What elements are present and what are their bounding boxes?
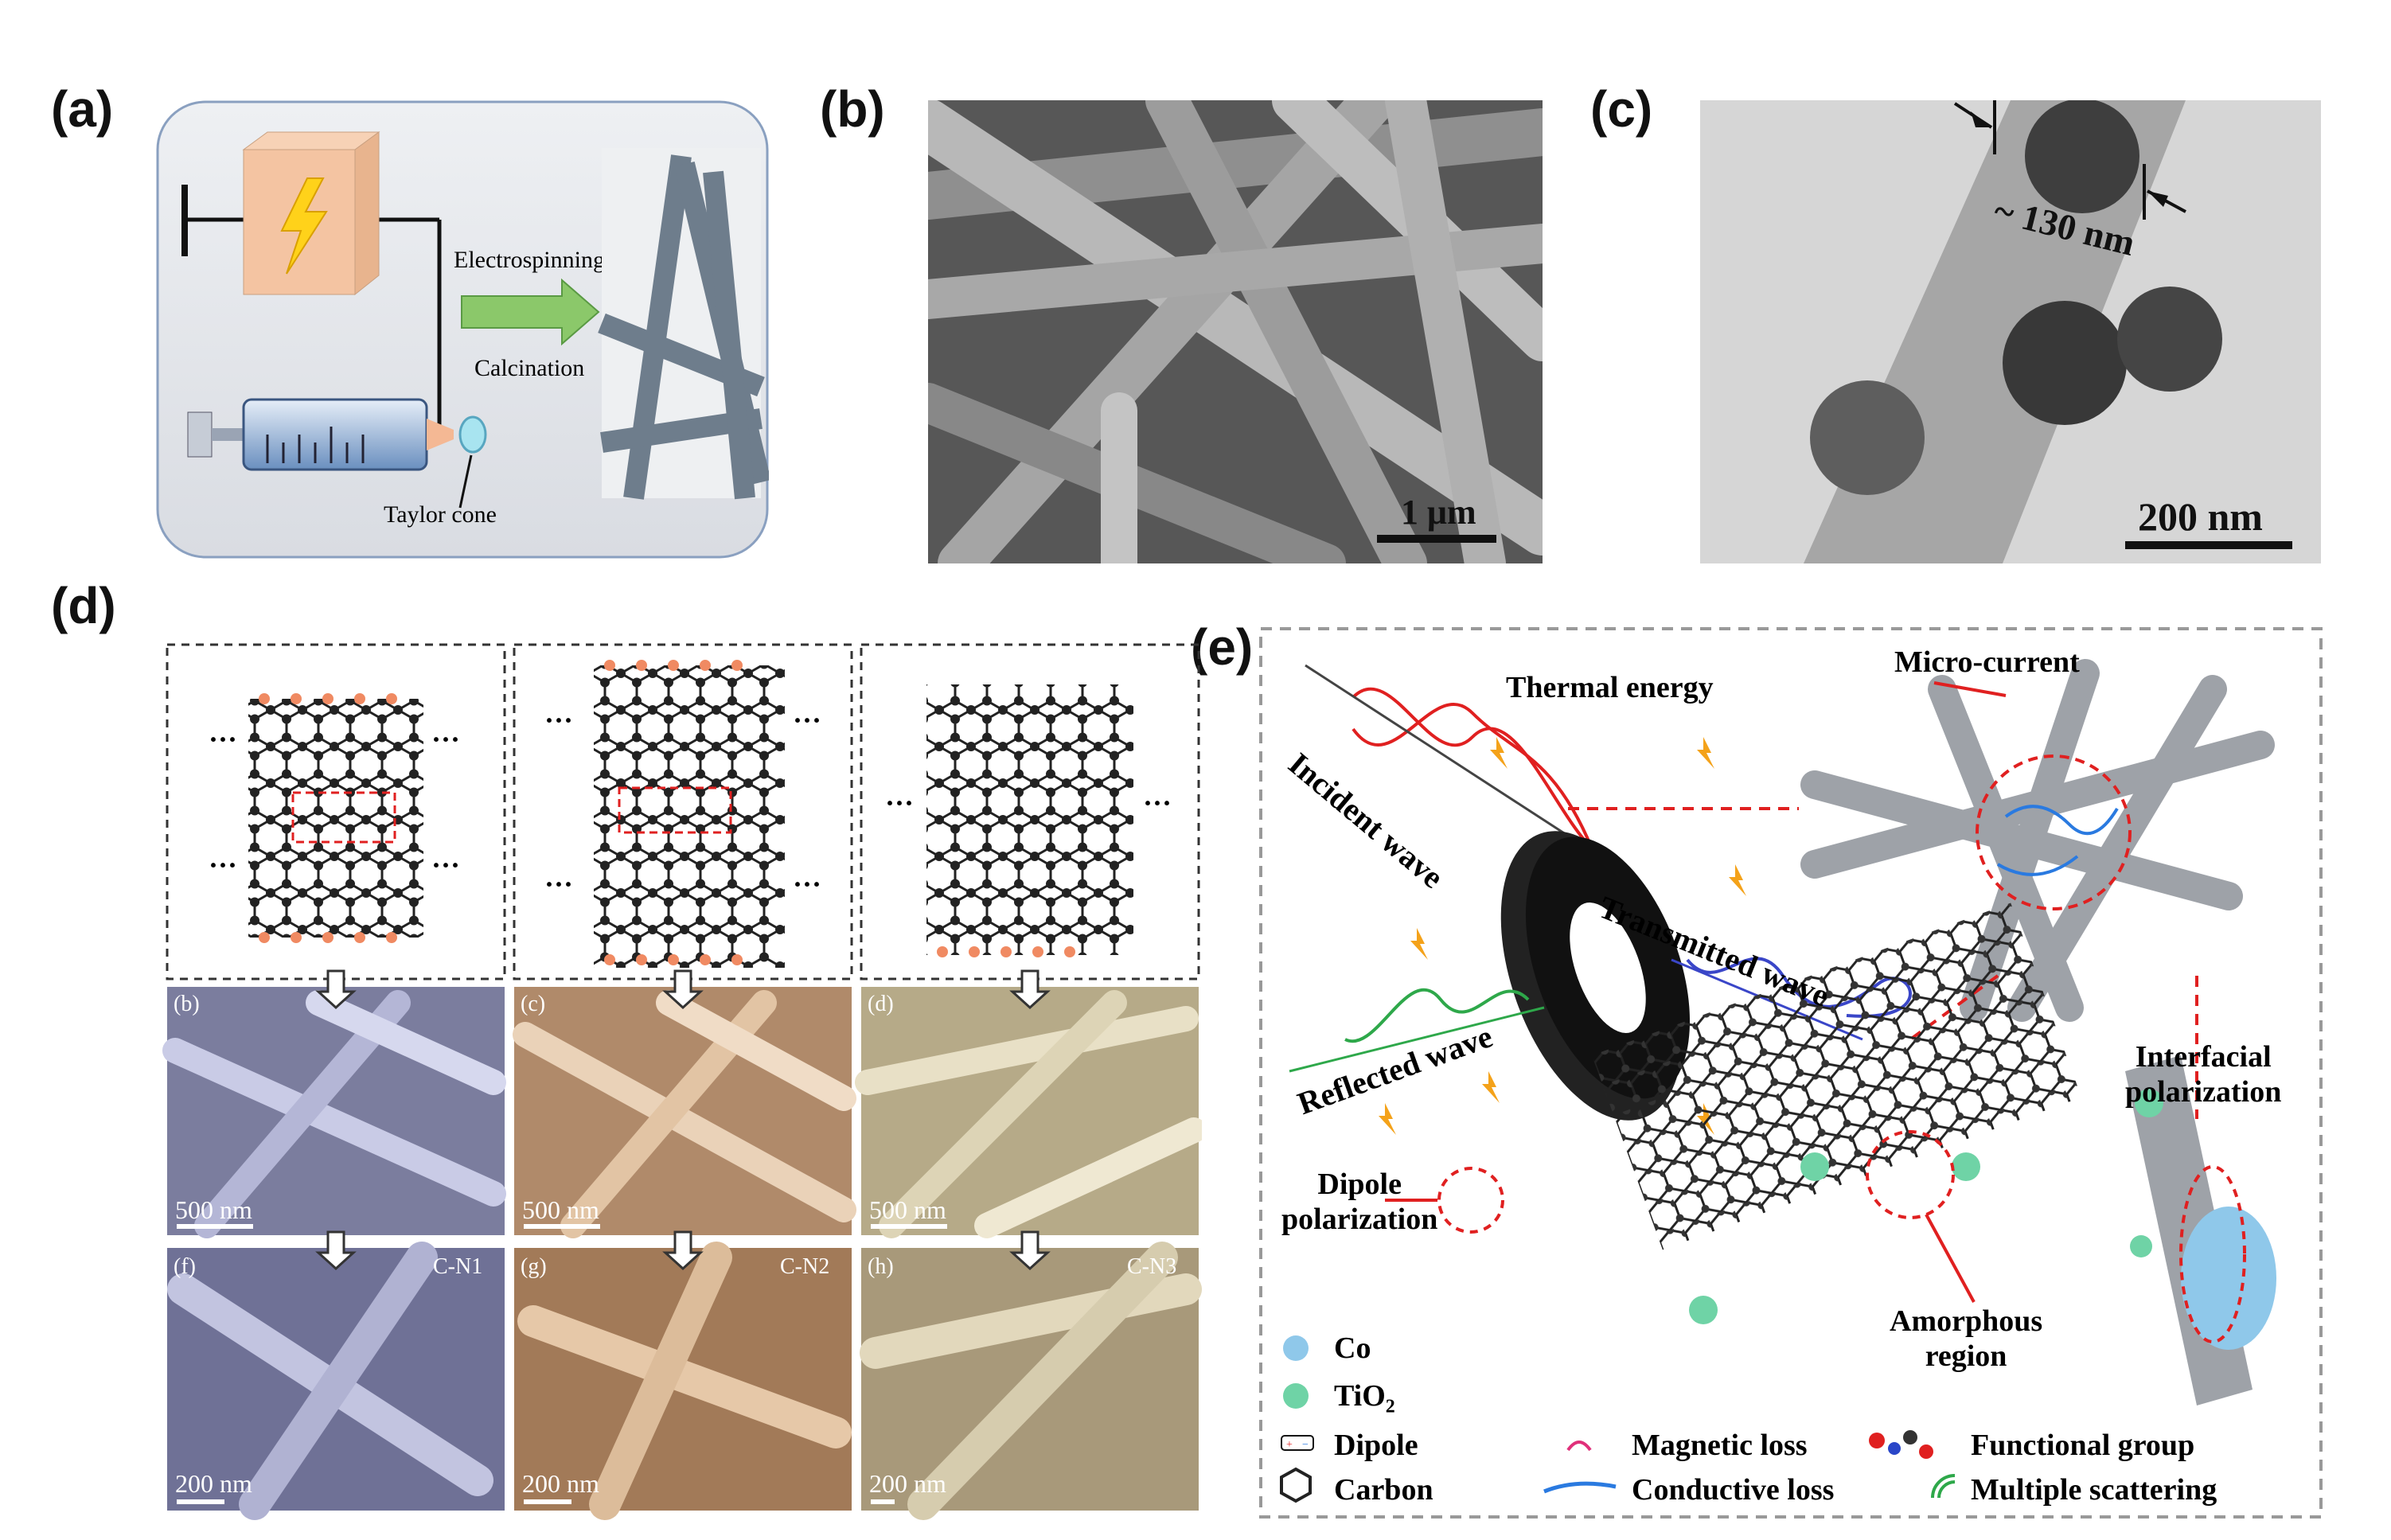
label-line: polarization (1281, 1203, 1438, 1236)
scale-bar-label: 500 nm (522, 1195, 599, 1224)
legend-tio2-text: TiO (1334, 1379, 1386, 1413)
label-line: Dipole (1317, 1168, 1402, 1201)
sample-name: C-N3 (1127, 1254, 1177, 1279)
multiple-scattering-icon (1931, 1474, 1956, 1499)
carbon-legend-icon (1280, 1467, 1312, 1503)
power-supply-icon (242, 131, 380, 296)
legend-functional-group: Functional group (1971, 1429, 2195, 1462)
subfigure-label: (h) (868, 1254, 894, 1279)
interfacial-polarization-model (2125, 1055, 2276, 1405)
electrospinning-label: Electrospinning (454, 247, 605, 273)
label-line: region (1925, 1339, 2007, 1373)
lattice-continuation-dots: ··· (209, 723, 238, 755)
subfigure-label: (b) (174, 992, 200, 1016)
lattice-continuation-dots: ··· (793, 704, 822, 736)
lattice-continuation-dots: ··· (544, 704, 574, 736)
lattice-continuation-dots: ··· (544, 868, 574, 900)
lattice-continuation-dots: ··· (793, 868, 822, 900)
legend-tio2: TiO2 (1334, 1378, 1395, 1418)
incident-wave (1305, 664, 1601, 858)
syringe-icon (187, 398, 487, 509)
label-line: Amorphous (1890, 1304, 2043, 1338)
panel-label-c: (c) (1590, 80, 1653, 138)
panel-label-d: (d) (51, 577, 116, 634)
legend-co: Co (1334, 1331, 1371, 1365)
lattice-continuation-dots: ··· (209, 849, 238, 881)
scale-bar-label: 200 nm (175, 1469, 252, 1498)
sample-name: C-N2 (780, 1254, 830, 1279)
micro-current-label: Micro-current (1894, 645, 2080, 679)
legend-carbon: Carbon (1334, 1473, 1433, 1507)
dipole-polarization-label: Dipole polarization (1281, 1167, 1437, 1237)
co-legend-icon (1283, 1335, 1309, 1361)
scale-bar-label: 200 nm (2138, 494, 2263, 539)
legend-dipole: Dipole (1334, 1429, 1418, 1462)
calcination-label: Calcination (474, 355, 584, 381)
panel-c-tem-image: ~ 130 nm 200 nm (1700, 100, 2321, 563)
legend-multiple-scattering: Multiple scattering (1971, 1473, 2217, 1507)
subfigure-label: (f) (174, 1254, 196, 1279)
lattice-continuation-dots: ··· (431, 849, 461, 881)
panel-label-b: (b) (820, 80, 885, 138)
legend-magnetic-loss: Magnetic loss (1632, 1429, 1808, 1462)
dipole-legend-icon: +− (1281, 1435, 1314, 1451)
svg-text:−: − (1302, 1439, 1309, 1451)
thermal-energy-label: Thermal energy (1506, 671, 1714, 704)
scale-bar-label: 1 μm (1401, 493, 1476, 532)
amorphous-region-label: Amorphous region (1890, 1304, 2042, 1374)
subfigure-label: (c) (521, 992, 546, 1016)
tio2-legend-icon (1283, 1383, 1309, 1409)
lattice-continuation-dots: ··· (1143, 787, 1172, 819)
scale-bar-label: 500 nm (175, 1195, 252, 1224)
scale-bar-label: 200 nm (522, 1469, 599, 1498)
sample-name: C-N1 (433, 1254, 483, 1279)
panel-e-mechanism: +− Thermal energy Micro-current Incident… (1258, 626, 2324, 1520)
subfigure-label: (d) (868, 992, 894, 1016)
process-arrow (461, 278, 600, 346)
fiber-network (598, 154, 769, 500)
subfigure-label: (g) (521, 1254, 547, 1279)
panel-b-sem-image: 1 μm (928, 100, 1543, 563)
scale-bar-label: 500 nm (869, 1195, 946, 1224)
taylor-cone-label: Taylor cone (384, 501, 497, 528)
magnetic-loss-icon (1566, 1441, 1592, 1452)
panel-d: ··· ··· ··· ··· ··· ··· ··· ··· ··· ··· … (159, 637, 1202, 1520)
reflected-wave (1344, 988, 1530, 1043)
svg-text:+: + (1286, 1439, 1293, 1451)
carbon-lattice (1592, 903, 2082, 1250)
lattice-continuation-dots: ··· (431, 723, 461, 755)
panel-a-schematic: Taylor cone Electrospinning Calcination (156, 100, 769, 559)
label-line: polarization (2125, 1075, 2282, 1109)
panel-label-a: (a) (51, 80, 114, 138)
functional-group-icon (1869, 1430, 1933, 1459)
legend-tio2-sub: 2 (1385, 1396, 1395, 1417)
legend-conductive-loss: Conductive loss (1632, 1473, 1835, 1507)
lattice-continuation-dots: ··· (885, 787, 915, 819)
interfacial-polarization-label: Interfacial polarization (2125, 1039, 2281, 1109)
label-line: Interfacial (2135, 1040, 2272, 1074)
conductive-loss-icon (1543, 1481, 1617, 1494)
panel-label-e: (e) (1191, 618, 1254, 676)
scale-bar-label: 200 nm (869, 1469, 946, 1498)
